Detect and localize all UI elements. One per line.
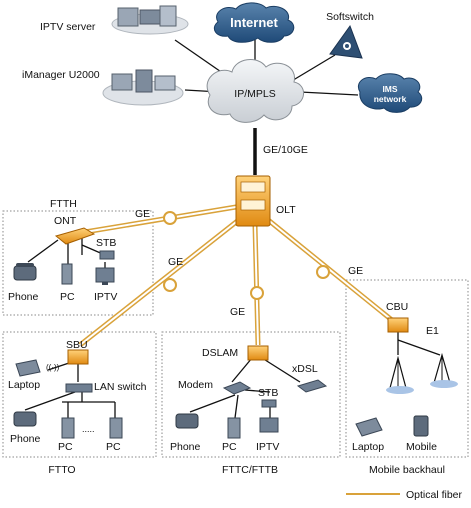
ftto-fiber-connector-icon <box>163 278 177 292</box>
ftto-pc1-icon <box>61 417 75 439</box>
fttc-iptv-icon <box>259 417 279 433</box>
cbu-label: CBU <box>386 301 408 313</box>
cbu-device-icon <box>387 317 409 333</box>
ftto-phone-icon <box>13 411 37 427</box>
base-station-2-icon <box>430 352 458 388</box>
fiber-links <box>78 202 400 347</box>
mobile-region <box>345 279 469 458</box>
softswitch-icon <box>329 24 363 59</box>
imanager-u2000-icon <box>102 69 184 106</box>
ont-device-icon <box>54 227 96 245</box>
iptv-server-icon <box>111 5 189 35</box>
ip-mpls-label: IP/MPLS <box>234 88 275 100</box>
ip-mpls-cloud-icon <box>206 59 304 123</box>
lan-switch-label: LAN switch <box>94 381 147 393</box>
ftth-title: FTTH <box>50 198 77 210</box>
mobile-phone-icon <box>413 415 429 437</box>
modem-icon <box>222 381 252 395</box>
fiber-connectors <box>163 211 330 300</box>
fttc-iptv-label: IPTV <box>256 441 279 453</box>
ftto-laptop-label: Laptop <box>8 379 40 391</box>
ftto-pc2-label: PC <box>106 441 121 453</box>
ftth-link-label: GE <box>135 208 150 220</box>
fttc-pc-label: PC <box>222 441 237 453</box>
fttc-link-label: GE <box>230 306 245 318</box>
ftth-pc-icon <box>61 263 73 285</box>
ims-label-line2: network <box>374 94 407 104</box>
softswitch-label: Softswitch <box>326 11 374 23</box>
fttc-fiber-connector-icon <box>250 286 264 300</box>
internet-label: Internet <box>230 15 278 30</box>
dslam-device-icon <box>247 345 269 361</box>
ftto-pc1-label: PC <box>58 441 73 453</box>
mobile-laptop-label: Laptop <box>352 441 384 453</box>
mobile-link-label: GE <box>348 265 363 277</box>
mobile-laptop-icon <box>355 417 383 437</box>
ftth-fiber-connector-icon <box>163 211 177 225</box>
base-station-1-icon <box>386 355 414 394</box>
ftto-pc2-icon <box>109 417 123 439</box>
imanager-label: iManager U2000 <box>22 69 100 81</box>
olt-device-icon <box>235 175 271 227</box>
legend: Optical fiber <box>346 489 463 501</box>
fttc-phone-icon <box>175 413 199 429</box>
e1-label: E1 <box>426 325 439 337</box>
ims-label-line1: IMS <box>382 84 397 94</box>
ftth-pc-label: PC <box>60 291 75 303</box>
ftto-laptop-icon <box>15 359 41 377</box>
fttc-stb-label: STB <box>258 387 278 399</box>
ftto-phone-label: Phone <box>10 433 41 445</box>
legend-fiber-label: Optical fiber <box>406 489 463 501</box>
ftth-phone-icon <box>13 263 37 281</box>
ont-label: ONT <box>54 215 77 227</box>
ftth-iptv-label: IPTV <box>94 291 117 303</box>
ftto-region <box>2 331 157 458</box>
ftth-phone-label: Phone <box>8 291 39 303</box>
xdsl-modem-icon <box>296 379 328 393</box>
iptv-server-label: IPTV server <box>40 21 96 33</box>
ims-network-cloud-icon <box>358 73 423 113</box>
fttc-stb-icon <box>261 399 277 408</box>
ftth-stb-label: STB <box>96 237 116 249</box>
wifi-signal-icon: ((·)) <box>46 363 60 372</box>
ftto-caption: FTTO <box>48 464 75 476</box>
sbu-label: SBU <box>66 339 88 351</box>
lan-switch-icon <box>65 383 93 393</box>
xdsl-label: xDSL <box>292 363 318 375</box>
fttc-pc-icon <box>227 417 241 439</box>
fttc-region <box>161 331 341 458</box>
sbu-device-icon <box>67 349 89 365</box>
ftto-pc-ellipsis: ..... <box>82 424 95 434</box>
ftth-region <box>2 210 154 316</box>
mobile-fiber-connector-icon <box>316 265 330 279</box>
ftth-iptv-icon <box>95 267 115 285</box>
ftth-stb-icon <box>99 250 115 260</box>
ftto-link-label: GE <box>168 256 183 268</box>
olt-label: OLT <box>276 204 296 216</box>
fttc-caption: FTTC/FTTB <box>222 464 278 476</box>
fttc-phone-label: Phone <box>170 441 201 453</box>
mobile-device-label: Mobile <box>406 441 437 453</box>
dslam-label: DSLAM <box>202 347 238 359</box>
modem-label: Modem <box>178 379 213 391</box>
uplink-label: GE/10GE <box>263 144 308 156</box>
internet-cloud-icon <box>213 2 295 43</box>
mobile-caption: Mobile backhaul <box>369 464 445 476</box>
